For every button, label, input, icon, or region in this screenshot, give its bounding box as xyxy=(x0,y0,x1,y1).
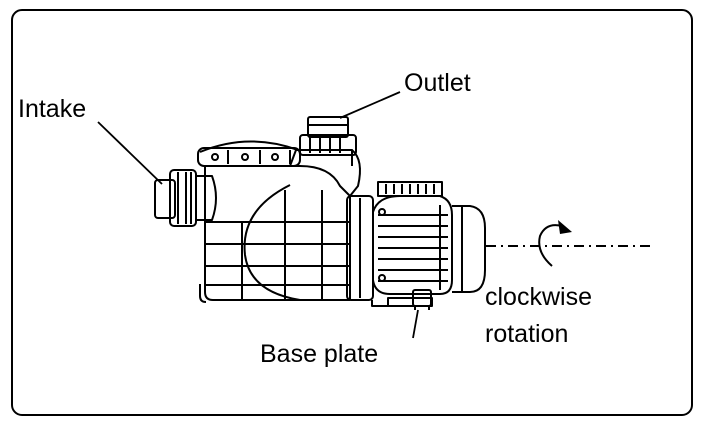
motor xyxy=(372,181,453,295)
base-plate xyxy=(371,289,433,310)
rotation-label-line1: clockwise xyxy=(485,283,592,311)
outlet-leader-line xyxy=(339,91,401,119)
outlet-connector xyxy=(289,116,361,197)
fan-cover xyxy=(452,205,486,293)
intake-leader-line xyxy=(97,121,163,185)
pump-illustration xyxy=(154,116,486,310)
pump-body xyxy=(199,165,351,303)
base-plate-label: Base plate xyxy=(260,340,378,368)
outlet-label: Outlet xyxy=(404,69,471,97)
intake-label: Intake xyxy=(18,95,86,123)
rotation-label-line2: rotation xyxy=(485,320,568,348)
diagram-frame xyxy=(11,9,693,416)
strainer-housing xyxy=(197,140,301,167)
intake-connector xyxy=(154,169,217,227)
base-plate-leader-line xyxy=(412,309,419,339)
clockwise-arrow-icon xyxy=(538,220,572,267)
